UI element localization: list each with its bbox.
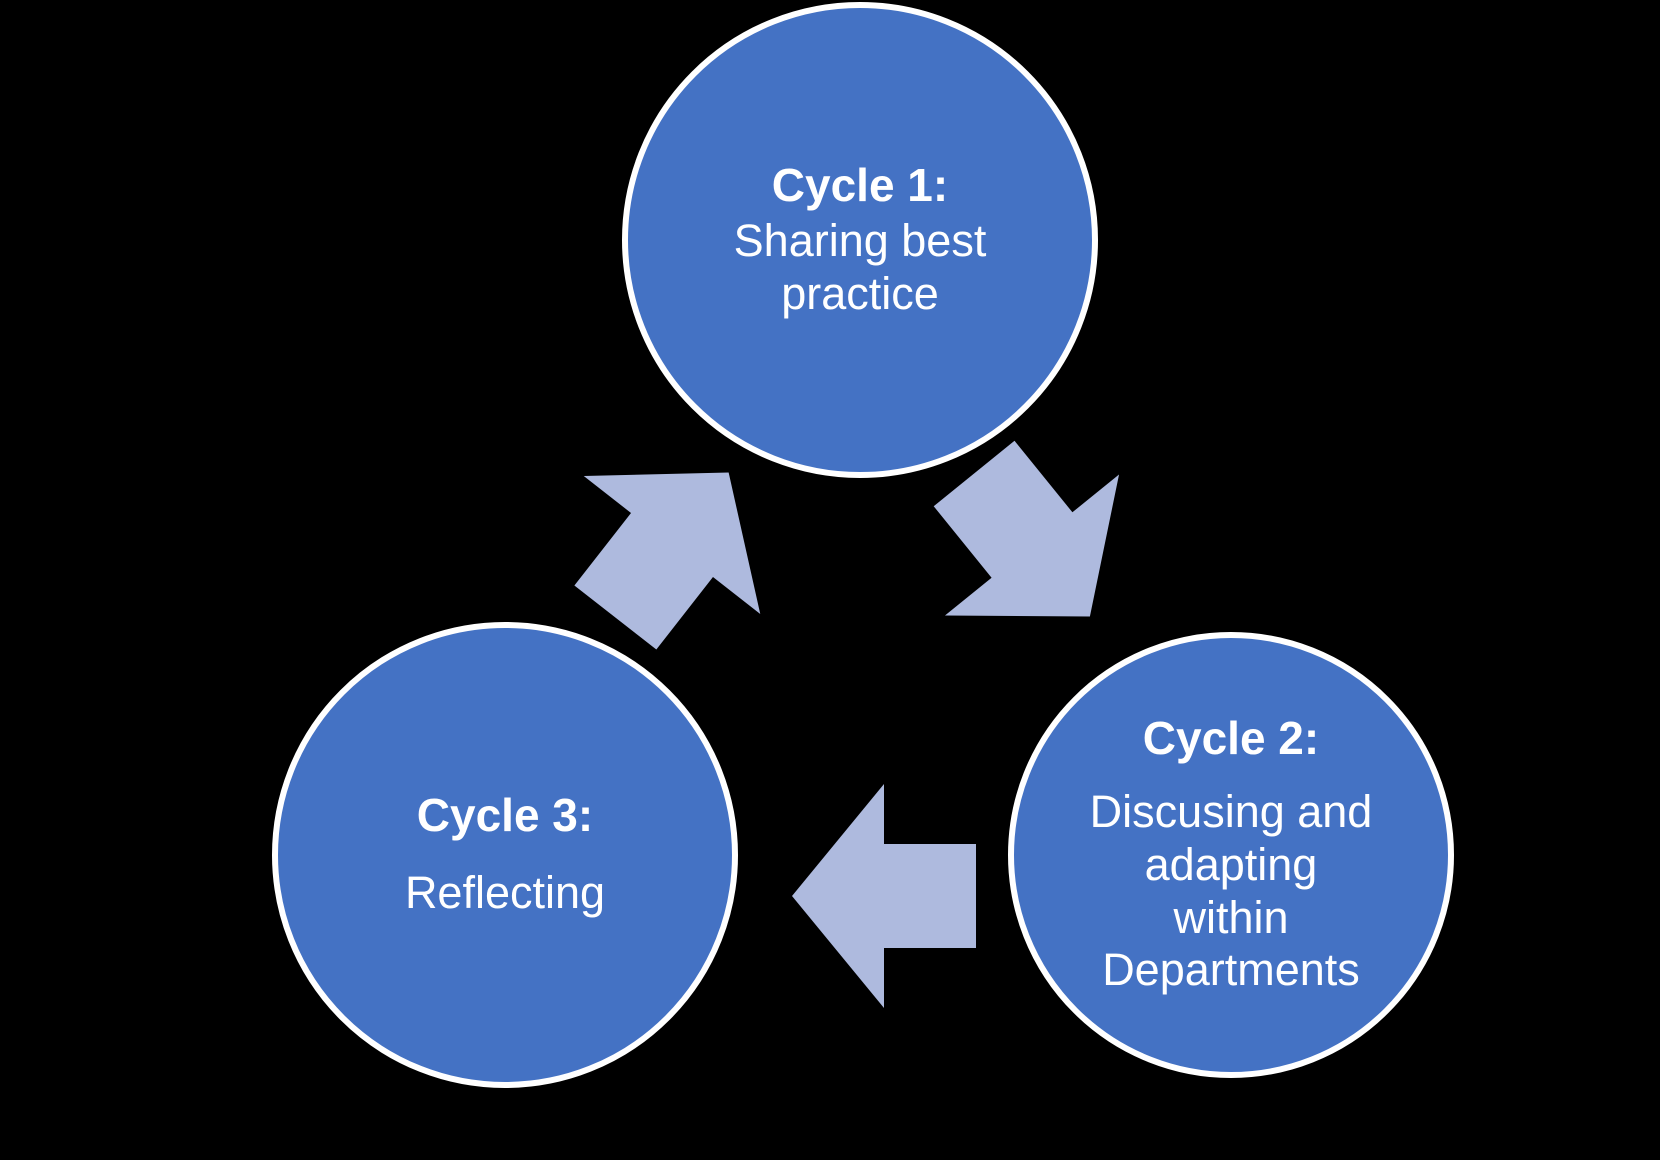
cycle-node-1-body: Sharing best practice xyxy=(733,215,987,319)
cycle-node-3-title: Cycle 3: xyxy=(416,788,594,841)
cycle-node-1[interactable]: Cycle 1: Sharing best practice xyxy=(622,2,1098,478)
cycle-node-2[interactable]: Cycle 2: Discusing and adapting within D… xyxy=(1008,632,1454,1078)
cycle-node-2-title: Cycle 2: xyxy=(1142,711,1320,764)
cycle-node-1-title: Cycle 1: xyxy=(771,158,949,211)
cycle-node-3-body: Reflecting xyxy=(404,867,606,919)
arrow-cycle3-to-cycle1 xyxy=(574,472,761,650)
arrow-cycle1-to-cycle2 xyxy=(933,440,1120,617)
cycle-node-2-body: Discusing and adapting within Department… xyxy=(1089,786,1373,996)
arrow-cycle2-to-cycle3 xyxy=(792,784,976,1008)
cycle-node-3[interactable]: Cycle 3: Reflecting xyxy=(272,622,738,1088)
